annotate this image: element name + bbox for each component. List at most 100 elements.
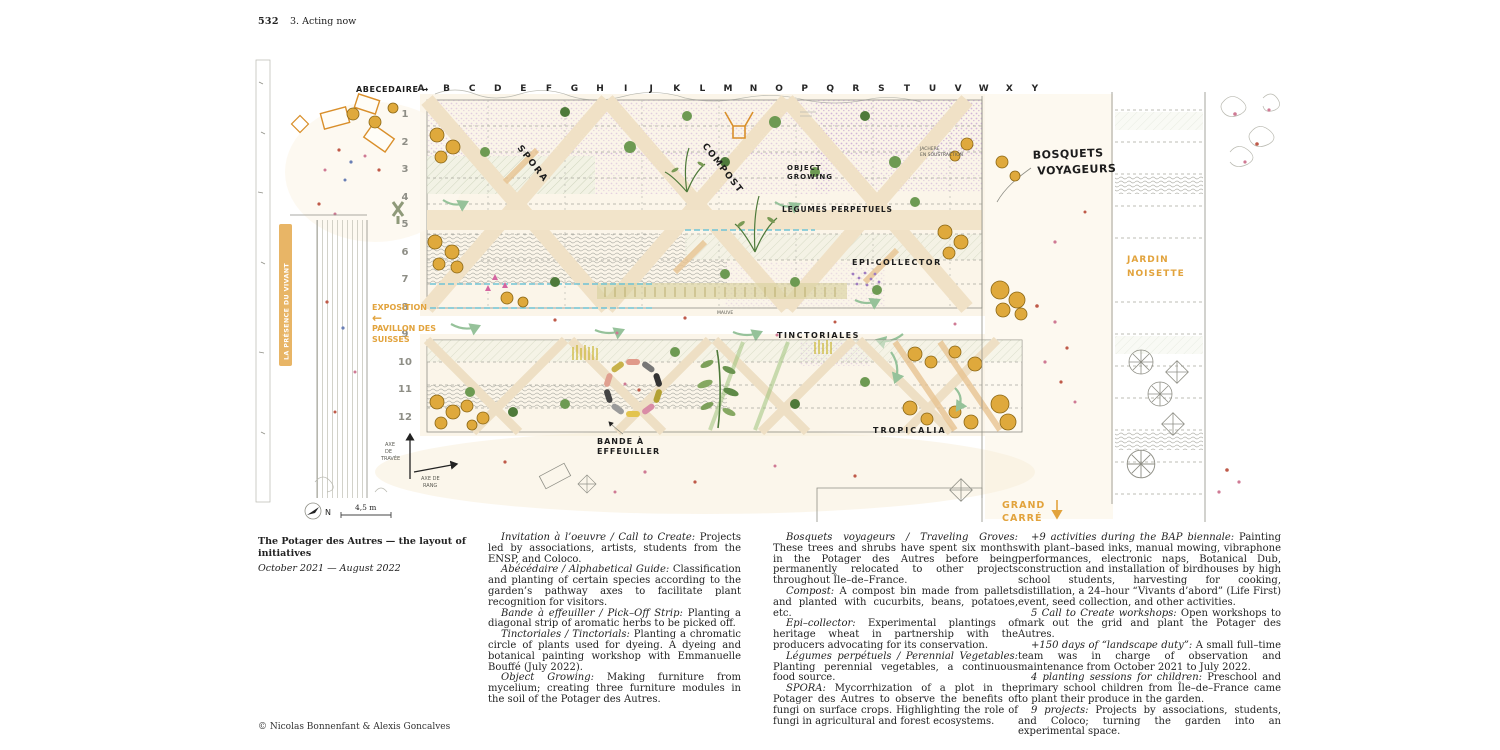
initiative-paragraph: Bosquets voyageurs / Traveling Groves: T… — [773, 532, 1018, 587]
initiative-lead: Abécédaire / Alphabetical Guide: — [501, 564, 670, 576]
grid-row-number: 5 — [401, 219, 409, 231]
initiative-paragraph: 5 Call to Create workshops: Open worksho… — [1018, 607, 1281, 641]
presence-vivant-label: LA PRÉSENCE DU VIVANT — [282, 263, 291, 360]
jardin-noisette-label-line2: NOISETTE — [1127, 269, 1185, 279]
initiative-text: Mycorrhization of a plot in the Potager … — [773, 683, 1018, 727]
right-zone — [577, 92, 1280, 522]
object-growing-label-line1: OBJECT — [787, 164, 822, 172]
scale-label: 4,5 m — [355, 503, 376, 512]
grid-row-number: 6 — [401, 246, 409, 258]
grid-letter: R — [852, 84, 860, 94]
svg-text:AXE: AXE — [385, 442, 395, 448]
initiatives-column-3: +9 activities during the BAP biennale: P… — [1018, 532, 1282, 738]
svg-text:RANG: RANG — [423, 483, 437, 489]
initiative-lead: 4 planting sessions for children: — [1031, 672, 1203, 684]
svg-text:GRAND: GRAND — [1002, 500, 1045, 511]
upper-garden-band — [421, 95, 983, 313]
wall-section-strip — [255, 59, 271, 503]
jachere-label-line1: JACHERE — [919, 146, 940, 152]
initiative-lead: +150 days of “landscape duty”: — [1031, 639, 1193, 651]
initiative-paragraph: +150 days of “landscape duty”: A small f… — [1018, 639, 1281, 673]
grid-letter: W — [978, 84, 989, 94]
central-plant — [697, 349, 739, 429]
grid-row-number: 9 — [401, 329, 409, 341]
plant-sketches — [664, 147, 778, 253]
lower-garden-band — [423, 336, 1023, 436]
grid-letter: I — [623, 84, 628, 94]
initiative-paragraph: SPORA: Mycorrhization of a plot in the P… — [773, 683, 1018, 727]
copyright-credit: © Nicolas Bonnenfant & Alexis Goncalves — [258, 722, 451, 732]
initiative-text: A compost bin made from pallets and plan… — [773, 585, 1018, 619]
initiative-paragraph: Bande à effeuiller / Pick–Off Strip: Pla… — [488, 607, 742, 631]
initiative-lead: 9 projects: — [1031, 704, 1089, 716]
grid-row-number: 11 — [398, 384, 412, 396]
initiative-lead: Compost: — [786, 585, 835, 597]
initiative-paragraph: Invitation à l’oeuvre / Call to Create: … — [488, 532, 741, 565]
initiative-paragraph: Compost: A compost bin made from pallets… — [773, 585, 1018, 619]
grid-row-number: 4 — [401, 191, 409, 203]
jachere-label-line2: EN SOUSTRACTION — [920, 152, 963, 158]
initiative-text: Classification and planting of certain s… — [488, 564, 741, 608]
bottom-sketches — [503, 460, 983, 522]
initiative-paragraph: Légumes perpétuels / Perennial Vegetable… — [773, 650, 1018, 684]
initiative-text: Planting a chromatic circle of plants us… — [488, 629, 741, 673]
exposition-label: EXPOSITION ← PAVILLON DES SUISSES — [372, 303, 437, 344]
grand-carre-label: GRAND CARRÉ — [1002, 500, 1063, 524]
grid-letter: B — [443, 84, 451, 94]
initiative-lead: SPORA: — [786, 683, 826, 695]
svg-text:EFFEUILLER: EFFEUILLER — [597, 447, 660, 456]
initiative-text: A small full–time team was in charge of … — [1018, 639, 1281, 673]
initiatives-column-2: Bosquets voyageurs / Traveling Groves: T… — [773, 532, 1018, 727]
svg-text:TRAVÉE: TRAVÉE — [380, 454, 400, 462]
abecedaire-label: ABECEDAIRE→ — [356, 85, 429, 94]
tinctoriales-label: TINCTORIALES — [777, 331, 860, 340]
initiative-text: Planting a diagonal strip of aromatic he… — [488, 607, 742, 630]
initiative-lead: Bosquets voyageurs / Traveling Groves: — [786, 532, 1018, 543]
grid-letter: J — [649, 84, 653, 94]
grid-row-number: 1 — [401, 109, 409, 120]
bosquets-voyageurs-label-line1: BOSQUETS — [1033, 146, 1104, 161]
running-head: 532 3. Acting now — [258, 16, 356, 27]
initiative-text: Planting perennial vegetables, a continu… — [773, 661, 1018, 684]
initiative-text: Preschool and primary school children fr… — [1018, 672, 1282, 705]
grid-letter: S — [878, 84, 885, 94]
grid-letter: Y — [1031, 84, 1039, 94]
epi-collector-label: EPI-COLLECTOR — [852, 258, 942, 267]
initiative-lead: Tinctoriales / Tinctorials: — [501, 629, 630, 641]
bosquets-voyageurs-label-line2: VOYAGEURS — [1037, 162, 1116, 178]
garden-plan-illustration: LA PRÉSENCE DU VIVANT — [255, 52, 1300, 528]
grid-row-number: 10 — [398, 356, 412, 368]
bande-effeuiller-label: BANDE À EFFEUILLER — [597, 421, 660, 456]
grid-letter: E — [520, 84, 527, 94]
grid-row-number: 8 — [401, 301, 409, 313]
grid-letter: D — [493, 84, 502, 94]
initiative-text: These trees and shrubs have spent six mo… — [773, 542, 1018, 587]
grid-row-number: 3 — [401, 164, 409, 176]
grid-letter: A — [417, 84, 425, 94]
initiative-text: Experimental plantings of heritage wheat… — [773, 618, 1018, 651]
initiative-lead: +9 activities during the BAP biennale: — [1031, 532, 1235, 543]
initiative-text: Making furniture from mycelium; creating… — [488, 672, 741, 705]
grid-letter: L — [699, 84, 706, 94]
jardin-noisette-label-line1: JARDIN — [1126, 255, 1169, 265]
initiative-text: Open workshops to mark out the grid and … — [1018, 607, 1281, 641]
exposition-arrow: ← — [372, 311, 383, 325]
initiative-text: Projects led by associations, artists, s… — [488, 532, 741, 565]
grid-letter: X — [1005, 84, 1013, 94]
grid-letter: Q — [826, 84, 835, 94]
grid-row-number: 2 — [401, 136, 409, 148]
mauve-label: MAUVE — [717, 310, 733, 316]
presence-vivant-band: LA PRÉSENCE DU VIVANT — [279, 224, 292, 366]
middle-walkway — [450, 316, 957, 349]
grid-letter: T — [903, 84, 911, 94]
grid-letter: U — [928, 84, 937, 94]
initiative-text: Painting with plant–based inks, manual m… — [1018, 532, 1281, 608]
initiatives-column-1: Invitation à l’oeuvre / Call to Create: … — [488, 532, 742, 706]
tropicalia-label: TROPICALIA — [873, 426, 947, 435]
grid-letter: G — [570, 84, 579, 94]
object-growing-label-line2: GROWING — [787, 173, 833, 181]
initiative-lead: Légumes perpétuels / Perennial Vegetable… — [786, 650, 1018, 662]
